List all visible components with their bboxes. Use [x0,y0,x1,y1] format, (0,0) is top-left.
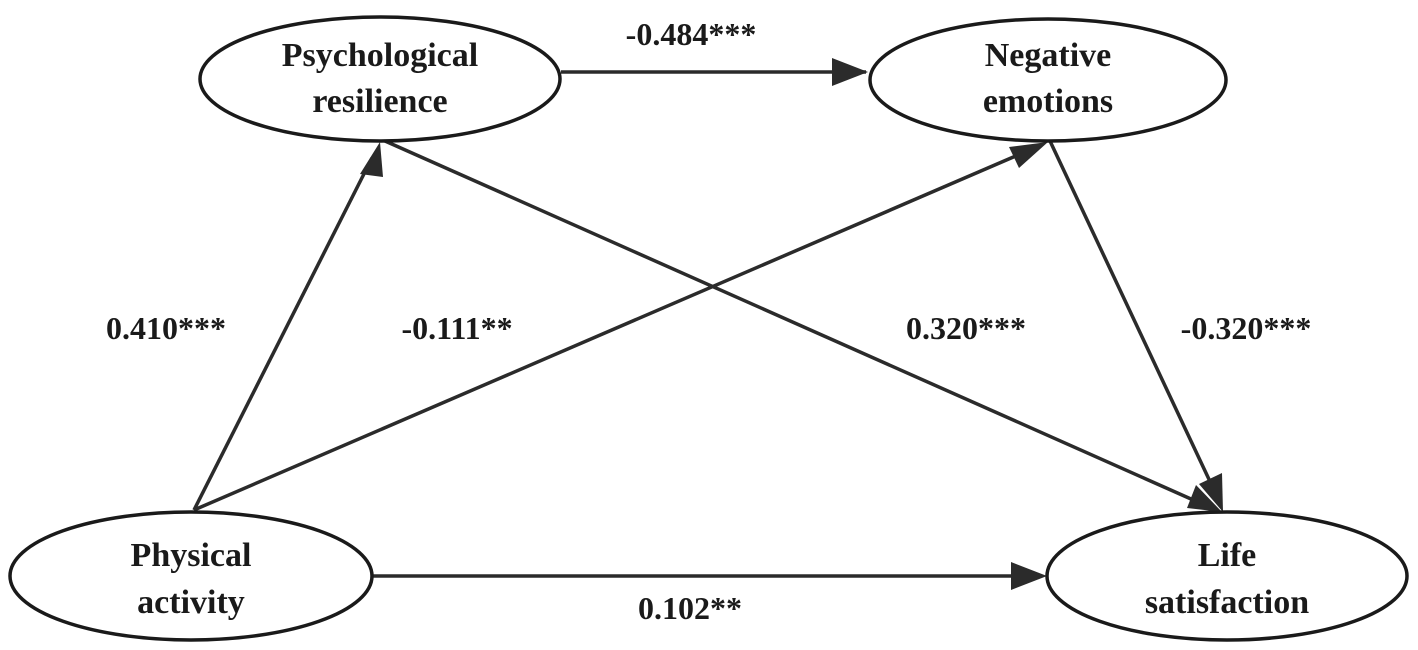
node-label-line1: Psychological [282,37,478,74]
node-ellipse [1045,510,1409,642]
node-ellipse [868,17,1228,143]
node-ellipse [8,510,374,642]
edge-resilience-to-satisfaction [384,139,1201,505]
node-label-line2: activity [137,584,245,621]
arrowhead-activity-to-emotions [1009,142,1048,168]
arrowhead-activity-to-satisfaction [1011,562,1047,590]
coefficient-activity-to-emotions: -0.111** [401,310,512,346]
node-negative-emotions: Negative emotions [868,17,1228,143]
edge-activity-to-emotions [193,150,1026,512]
arrowhead-activity-to-resilience [360,142,383,177]
node-label-line2: satisfaction [1145,584,1309,621]
edge-labels: -0.484*** 0.410*** -0.111** 0.320*** -0.… [106,16,1311,626]
edge-activity-to-resilience [192,157,374,511]
coefficient-emotions-to-satisfaction: -0.320*** [1181,310,1312,346]
arrowhead-emotions-to-satisfaction [1199,473,1223,512]
edges [192,58,1223,590]
node-label-line1: Negative [985,37,1112,74]
coefficient-resilience-to-satisfaction: 0.320*** [906,310,1026,346]
node-label-line2: resilience [312,83,447,120]
node-label-line2: emotions [983,83,1113,120]
coefficient-resilience-to-emotions: -0.484*** [626,16,757,52]
edge-emotions-to-satisfaction [1048,140,1216,491]
arrowhead-resilience-to-emotions [832,58,868,86]
node-ellipse [198,15,562,143]
coefficient-activity-to-resilience: 0.410*** [106,310,226,346]
node-label-line1: Physical [131,537,252,574]
node-physical-activity: Physical activity [8,510,374,642]
node-psychological-resilience: Psychological resilience [198,15,562,143]
node-label-line1: Life [1198,537,1257,574]
node-life-satisfaction: Life satisfaction [1045,510,1409,642]
arrowhead-resilience-to-satisfaction [1187,485,1222,512]
coefficient-activity-to-satisfaction: 0.102** [638,590,742,626]
